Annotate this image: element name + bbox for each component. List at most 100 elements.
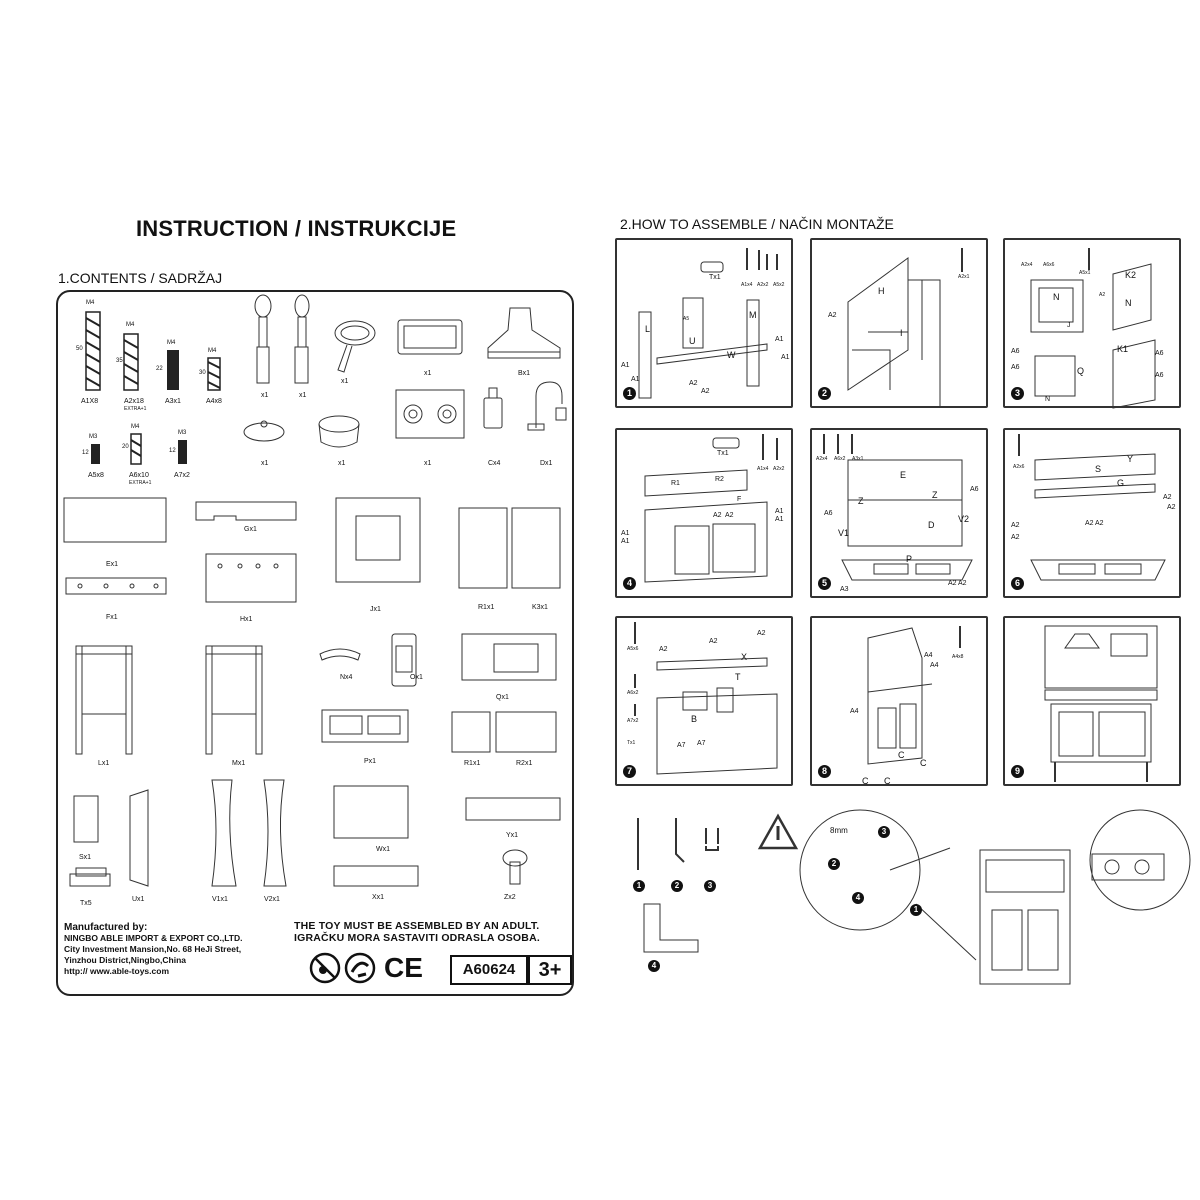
- step-label: Tx1: [717, 450, 729, 457]
- panel-e-shape: [63, 497, 167, 543]
- step-label: X: [741, 652, 748, 662]
- assembly-step-6: A2x6 S Y G A2 A2 A2 A2 A2 A2 6: [1003, 428, 1181, 598]
- manufacturer-url[interactable]: http:// www.able-toys.com: [64, 966, 169, 976]
- step-number: 9: [1011, 765, 1024, 778]
- part-label: A7x2: [174, 472, 190, 479]
- step-label: A2: [709, 638, 718, 645]
- step-label: A2: [725, 512, 734, 519]
- part-label: x1: [341, 378, 349, 385]
- panel-j-shape: [335, 497, 421, 583]
- part-label: Ex1: [106, 561, 119, 568]
- step-5-drawing: [823, 434, 973, 581]
- screw-length: 50: [76, 346, 83, 352]
- step-label: A6: [1155, 350, 1164, 357]
- assembly-step-9: 9: [1003, 616, 1181, 786]
- panel-f-shape: [65, 577, 167, 595]
- part-label: Ux1: [132, 896, 145, 903]
- wall-mount-drawing: [637, 809, 1191, 985]
- model-number: A60624: [450, 955, 528, 985]
- screw-length: 20: [122, 444, 129, 450]
- part-label: Fx1: [106, 614, 118, 621]
- step-label: N: [1045, 396, 1051, 403]
- hardware-number: 2: [828, 858, 840, 870]
- step-label: A2: [958, 580, 967, 587]
- step-number: 1: [623, 387, 636, 400]
- step-label: A6: [1011, 364, 1020, 371]
- step-number: 3: [1011, 387, 1024, 400]
- part-label: EXTRA+1: [129, 480, 152, 486]
- hardware-number: 1: [633, 880, 645, 892]
- step-7-drawing: [634, 622, 778, 775]
- step-label: A2x4: [816, 456, 828, 462]
- hardware-number: 3: [878, 826, 890, 838]
- part-label: A5x8: [88, 472, 104, 479]
- part-label: Ox1: [410, 674, 423, 681]
- screw-size: M4: [131, 424, 140, 430]
- panel-g-shape: [195, 501, 297, 521]
- part-label: Qx1: [496, 694, 509, 701]
- part-label: R1x1: [464, 760, 481, 767]
- step-label: A7x2: [627, 718, 639, 724]
- step-label: A4: [930, 662, 939, 669]
- part-label: R1x1: [478, 604, 495, 611]
- part-label: Zx2: [504, 894, 516, 901]
- screw-length: 12: [82, 450, 89, 456]
- step-label: T: [735, 672, 741, 682]
- assembly-step-3: A2x4 A6x6 A5x1 K2 N N J A6 A6 K1 A6 A6 Q…: [1003, 238, 1181, 409]
- screw-size: M3: [178, 430, 187, 436]
- step-label: I: [900, 328, 903, 338]
- step-label: A5x1: [1079, 270, 1091, 276]
- step-label: A1x4: [741, 282, 753, 288]
- step-number: 8: [818, 765, 831, 778]
- screw-size: M4: [167, 340, 176, 346]
- part-label: Hx1: [240, 616, 253, 623]
- panel-y-shape: [465, 797, 561, 821]
- step-label: A2: [1167, 504, 1176, 511]
- step-9-drawing: [1044, 625, 1158, 782]
- assembly-step-5: A2x4 A6x2 A3x1 E Z Z A6 A6 V1 V2 D P A3 …: [810, 428, 988, 598]
- manufacturer-address-1: City Investment Mansion,No. 68 HeJi Stre…: [64, 944, 242, 954]
- knob-z-shape: [502, 849, 528, 885]
- step-label: A1: [775, 508, 784, 515]
- assembly-step-7: A5x6 A6x2 A7x2 Tx1 A2 A2 A2 X T B A7 A7 …: [615, 616, 793, 786]
- step-label: L: [645, 324, 651, 334]
- panel-r1-shape: [458, 507, 508, 589]
- frame-m-shape: [205, 645, 263, 755]
- step-label: A1: [621, 362, 630, 369]
- age-badge: 3+: [528, 955, 572, 985]
- part-label: K3x1: [532, 604, 548, 611]
- page-title: INSTRUCTION / INSTRUKCIJE: [136, 216, 457, 241]
- screw-length: 12: [169, 448, 176, 454]
- step-label: A6x2: [834, 456, 846, 462]
- step-label: Tx1: [709, 274, 721, 281]
- step-label: B: [691, 714, 698, 724]
- warning-croatian: IGRAČKU MORA SASTAVITI ODRASLA OSOBA.: [294, 932, 540, 944]
- part-label: Sx1: [79, 854, 92, 861]
- step-label: H: [878, 286, 885, 296]
- step-label: A1: [781, 354, 790, 361]
- step-label: A1x4: [757, 466, 769, 472]
- part-label: Yx1: [506, 832, 519, 839]
- step-label: C: [862, 776, 869, 786]
- step-label: A2: [1011, 534, 1020, 541]
- step-label: A2: [659, 646, 668, 653]
- step-label: G: [1117, 478, 1125, 488]
- part-label: R2x1: [516, 760, 533, 767]
- part-label: EXTRA+1: [124, 406, 147, 412]
- pot-icon: [318, 415, 360, 448]
- bottle-icon: [483, 387, 503, 429]
- step-label: U: [689, 336, 696, 346]
- step-label: A1: [631, 376, 640, 383]
- assemble-heading: 2.HOW TO ASSEMBLE / NAČIN MONTAŽE: [620, 216, 894, 232]
- recycle-icon: [344, 952, 376, 984]
- step-label: A2: [713, 512, 722, 519]
- step-label: A7: [677, 742, 686, 749]
- step-label: A2: [701, 388, 710, 395]
- screw-icon: [85, 311, 221, 465]
- sink-basin-icon: [397, 319, 463, 355]
- panel-r1b-shape: [451, 711, 491, 753]
- step-label: P: [906, 554, 913, 564]
- step-label: A2x2: [757, 282, 769, 288]
- stovetop-icon: [395, 389, 465, 439]
- certification-icons: [309, 952, 376, 984]
